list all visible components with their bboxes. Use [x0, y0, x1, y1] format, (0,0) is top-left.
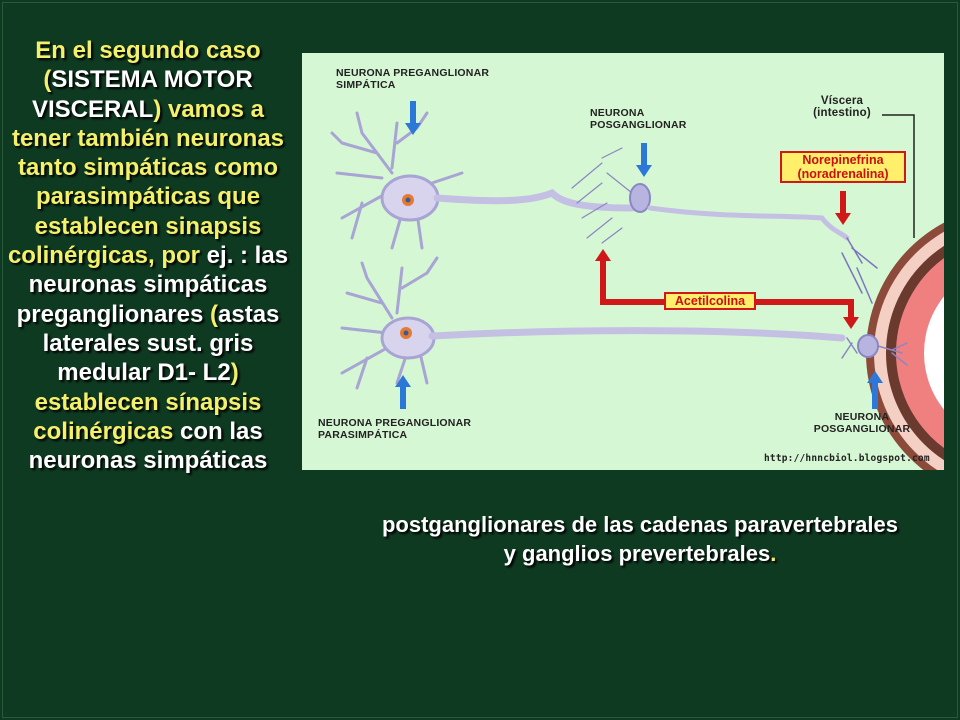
- text-part-highlight: con las neuronas simpáticas: [28, 417, 268, 475]
- text-part: ) establecen sínapsis colinérgicas: [33, 359, 262, 445]
- parasympathetic-preganglionic-neuron: [340, 256, 846, 390]
- source-url: http://hnncbiol.blogspot.com: [764, 453, 930, 464]
- sympathetic-preganglionic-neuron: [330, 111, 636, 250]
- label-viscera: Víscera (intestino): [813, 95, 871, 119]
- neuron-diagram: NEURONA PREGANGLIONAR SIMPÁTICA NEURONA …: [302, 53, 944, 470]
- bottom-text-main: postganglionares de las cadenas paravert…: [381, 512, 898, 566]
- diagram-drawing: [330, 101, 944, 470]
- blue-arrows: [395, 101, 883, 409]
- bottom-explanation-text: postganglionares de las cadenas paravert…: [380, 510, 900, 568]
- text-part: En el segundo caso (: [35, 37, 261, 94]
- text-part-highlight: SISTEMA MOTOR VISCERAL: [31, 66, 253, 123]
- text-part-highlight: ej. : las neuronas simpáticas preganglio…: [16, 242, 289, 328]
- label-postganglionic-sympathetic: NEURONA POSGANGLIONAR: [590, 107, 687, 131]
- viscera-pointer-line: [882, 114, 915, 238]
- sympathetic-postganglionic-neuron: [571, 147, 878, 304]
- label-preganglionic-sympathetic: NEURONA PREGANGLIONAR SIMPÁTICA: [336, 67, 490, 91]
- bottom-text-dot: .: [770, 541, 777, 566]
- acetylcholine-box: Acetilcolina: [664, 292, 756, 310]
- norepinephrine-box: Norepinefrina (noradrenalina): [780, 151, 906, 183]
- text-part-highlight: astas laterales sust. gris medular D1- L…: [42, 300, 280, 387]
- text-part: ) vamos a tener también neuronas tanto s…: [7, 95, 285, 270]
- parasympathetic-postganglionic-neuron: [841, 334, 908, 366]
- label-postganglionic-parasympathetic: NEURONA POSGANGLIONAR: [813, 411, 911, 435]
- text-part: (: [203, 300, 218, 328]
- left-explanation-text: En el segundo caso (SISTEMA MOTOR VISCER…: [6, 36, 290, 475]
- viscera-wall: [866, 222, 944, 470]
- label-preganglionic-parasympathetic: NEURONA PREGANGLIONAR PARASIMPÁTICA: [318, 417, 472, 441]
